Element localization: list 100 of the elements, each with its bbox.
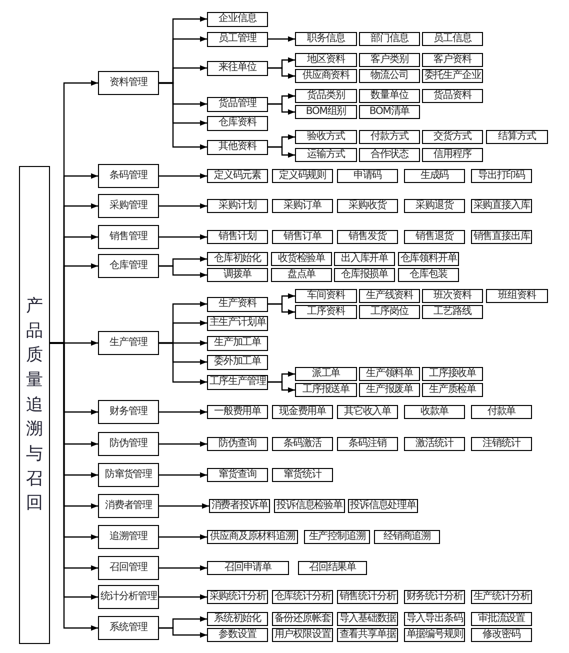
box-label: 投诉信息检验单 bbox=[276, 501, 342, 511]
process-box bbox=[98, 463, 159, 487]
box-label: 班组资料 bbox=[498, 291, 536, 301]
box-label: 激活统计 bbox=[416, 439, 454, 449]
box-label: 生产领料单 bbox=[366, 369, 413, 379]
box-label: 企业信息 bbox=[218, 14, 256, 24]
box-label: 生产资料 bbox=[218, 299, 256, 309]
box-label: 消费者管理 bbox=[104, 501, 152, 511]
arrow bbox=[159, 342, 207, 385]
process-box bbox=[471, 405, 532, 419]
arrow bbox=[159, 534, 207, 540]
process-box bbox=[98, 400, 159, 424]
box-label: 员工信息 bbox=[434, 34, 472, 44]
box-label: 导入导出条码 bbox=[406, 614, 463, 624]
box-label: 产品质量追溯与召回 bbox=[26, 295, 43, 516]
box-label: 定义码规则 bbox=[278, 171, 326, 181]
box-label: 防伪管理 bbox=[110, 439, 148, 449]
process-box bbox=[207, 530, 298, 544]
box-label: 采购计划 bbox=[218, 201, 256, 211]
box-label: 物流公司 bbox=[370, 71, 408, 81]
process-box bbox=[422, 148, 483, 162]
arrow bbox=[268, 146, 295, 158]
process-box bbox=[98, 556, 159, 580]
process-box bbox=[272, 199, 333, 213]
box-label: 调拨单 bbox=[223, 270, 252, 280]
box-label: 查看共享单据 bbox=[339, 630, 396, 640]
arrow bbox=[268, 303, 295, 315]
box-label: 系统初始化 bbox=[214, 614, 261, 624]
process-box bbox=[207, 230, 268, 244]
process-box bbox=[422, 305, 483, 319]
box-label: 一般费用单 bbox=[214, 407, 261, 417]
box-label: 收货检验单 bbox=[278, 254, 325, 264]
box-label: 仓库初始化 bbox=[214, 254, 261, 264]
box-label: 注销统计 bbox=[482, 439, 520, 449]
process-box bbox=[295, 89, 357, 103]
process-box bbox=[207, 140, 268, 154]
box-label: 条码激活 bbox=[284, 439, 322, 449]
process-box bbox=[404, 405, 465, 419]
process-box bbox=[98, 616, 159, 640]
process-box bbox=[359, 383, 420, 397]
process-box bbox=[486, 289, 548, 303]
process-box bbox=[207, 32, 268, 46]
process-box bbox=[471, 612, 532, 626]
box-label: 现金费用单 bbox=[278, 407, 326, 417]
process-box bbox=[207, 60, 268, 76]
box-label: 采购退货 bbox=[416, 201, 454, 211]
process-box bbox=[359, 305, 420, 319]
process-box bbox=[359, 367, 420, 381]
box-label: 财务统计分析 bbox=[406, 592, 463, 602]
process-box bbox=[207, 437, 268, 451]
box-label: 客户类别 bbox=[370, 55, 408, 65]
box-label: 仓库领料开单 bbox=[400, 254, 457, 264]
process-box bbox=[207, 405, 268, 419]
box-label: 生产线资料 bbox=[366, 291, 413, 301]
process-box bbox=[486, 130, 548, 144]
arrow bbox=[159, 627, 207, 638]
box-label: 销售直接出库 bbox=[473, 232, 530, 242]
box-label: 交货方式 bbox=[434, 132, 472, 142]
process-box bbox=[295, 305, 357, 319]
box-label: 工序岗位 bbox=[370, 307, 408, 317]
box-label: 召回结果单 bbox=[308, 563, 356, 573]
box-label: 工艺路线 bbox=[434, 307, 472, 317]
process-box bbox=[295, 105, 357, 119]
box-label: 生产报废单 bbox=[366, 385, 413, 395]
process-box bbox=[422, 367, 483, 381]
process-box bbox=[98, 164, 159, 188]
box-label: 生成码 bbox=[420, 171, 449, 181]
process-box bbox=[271, 268, 332, 282]
process-box bbox=[207, 468, 268, 482]
process-box bbox=[304, 530, 370, 544]
process-box bbox=[337, 405, 398, 419]
process-box bbox=[98, 494, 159, 518]
box-label: 销售统计分析 bbox=[339, 592, 396, 602]
box-label: 货品管理 bbox=[218, 99, 256, 109]
process-box bbox=[98, 71, 159, 95]
root-box bbox=[19, 166, 50, 644]
box-label: 车间资料 bbox=[307, 291, 345, 301]
process-box bbox=[207, 296, 268, 312]
process-box bbox=[337, 169, 398, 183]
box-label: 审批流设置 bbox=[478, 614, 525, 624]
process-box bbox=[359, 32, 420, 46]
box-label: 结算方式 bbox=[498, 132, 536, 142]
process-box bbox=[359, 53, 420, 67]
box-label: BOM组别 bbox=[306, 107, 346, 117]
box-label: 信用程序 bbox=[434, 150, 472, 160]
box-label: 收款单 bbox=[420, 407, 449, 417]
box-label: 仓库包装 bbox=[410, 270, 448, 280]
box-label: 其它收入单 bbox=[344, 407, 391, 417]
process-box bbox=[98, 331, 159, 355]
box-label: 仓库管理 bbox=[110, 261, 148, 271]
box-label: 条码注销 bbox=[348, 439, 386, 449]
box-label: 用户权限设置 bbox=[274, 630, 331, 640]
process-box bbox=[295, 383, 357, 397]
box-label: 职务信息 bbox=[307, 34, 345, 44]
process-box bbox=[337, 199, 398, 213]
arrow bbox=[159, 234, 207, 240]
process-box bbox=[404, 230, 465, 244]
process-box bbox=[98, 525, 159, 549]
process-box bbox=[404, 169, 465, 183]
arrow bbox=[159, 441, 207, 447]
